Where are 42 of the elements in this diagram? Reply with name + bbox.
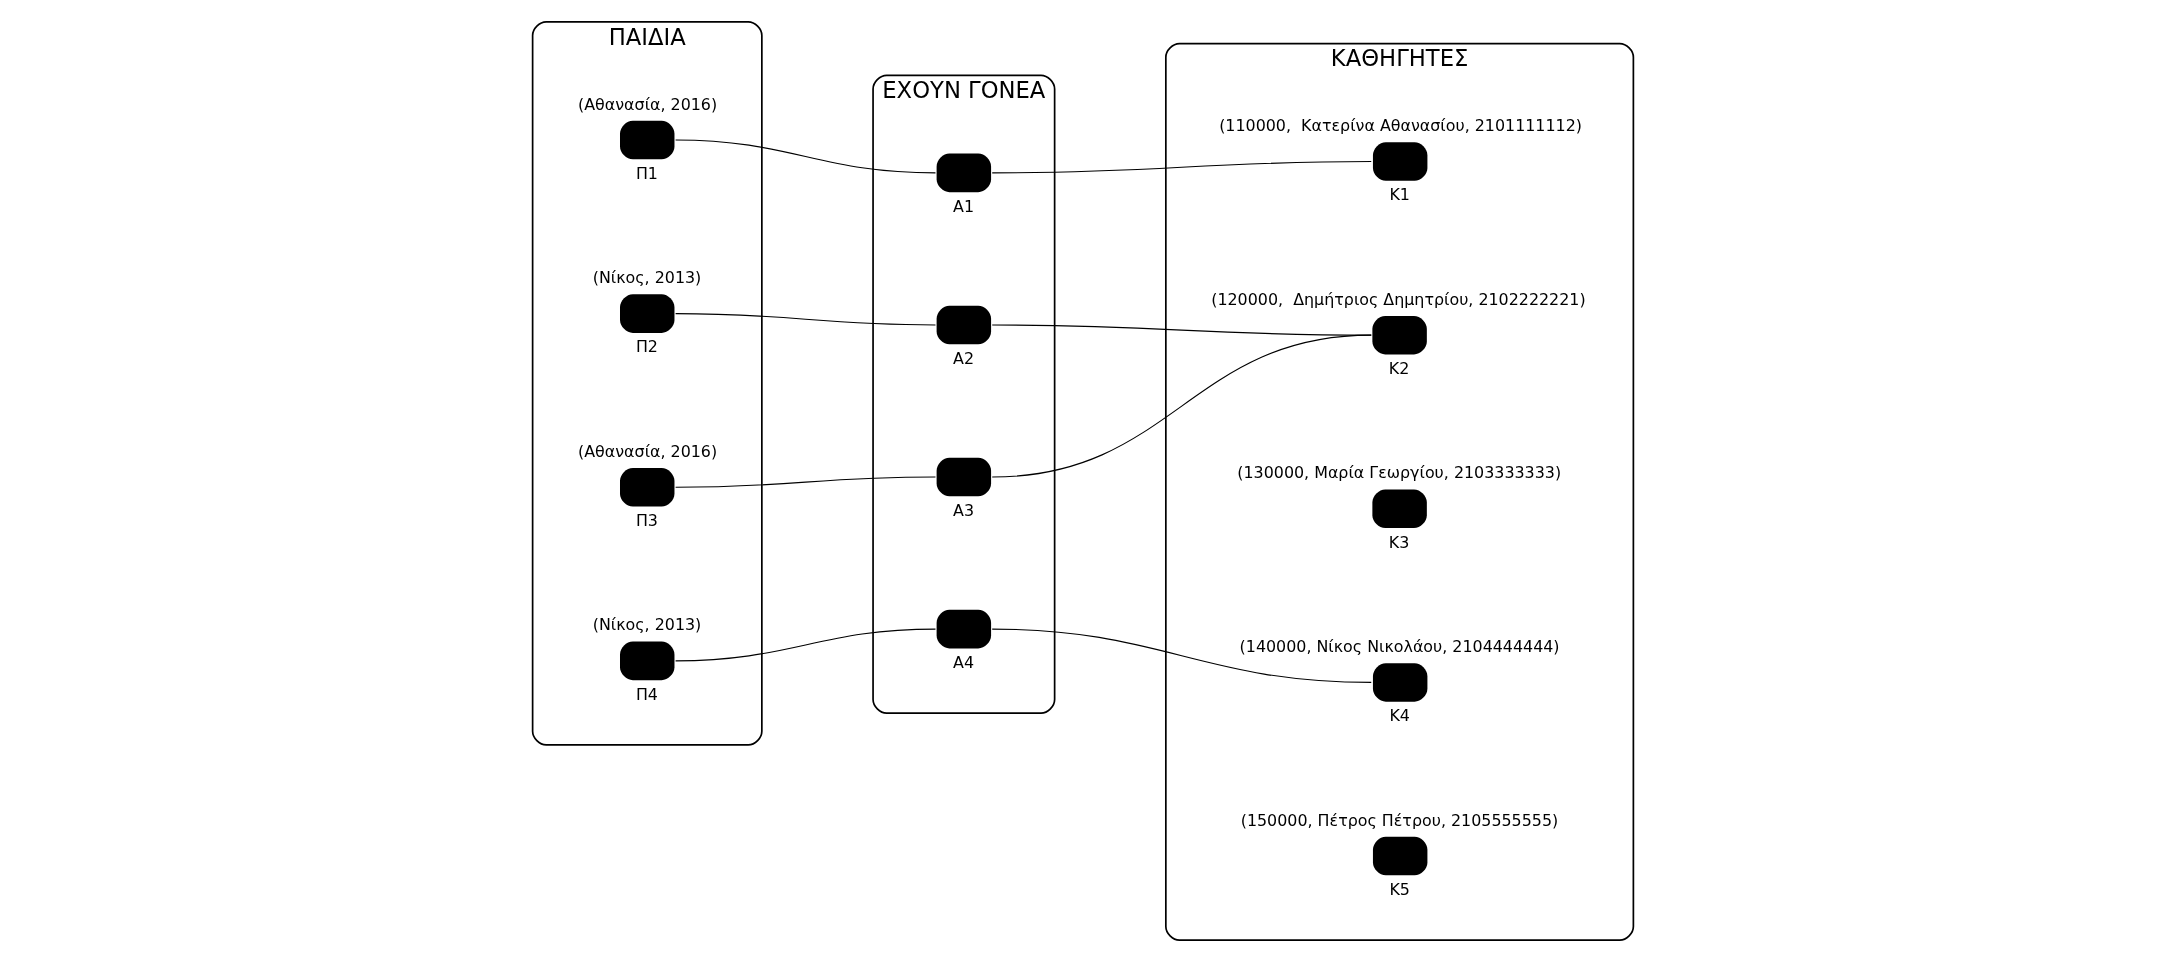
connector	[674, 139, 936, 174]
node-ellipse	[619, 294, 674, 333]
node-ellipse	[1371, 315, 1427, 355]
node-label: Κ5	[1388, 879, 1410, 899]
node-ellipse	[1372, 836, 1427, 876]
node-ellipse	[936, 153, 991, 193]
node-label: Κ2	[1388, 358, 1409, 378]
node-label: Π4	[635, 684, 658, 704]
node-label: Κ3	[1388, 532, 1409, 552]
node-label: (150000, Πέτρος Πέτρου, 2105555555)	[1240, 810, 1558, 830]
node-label: Α4	[952, 652, 974, 672]
node-label: Α2	[952, 348, 974, 368]
node-label: (140000, Νίκος Νικολάου, 2104444444)	[1239, 637, 1560, 657]
connector	[674, 628, 936, 662]
node-ellipse	[936, 609, 991, 649]
node-label: Α1	[952, 196, 974, 216]
node-ellipse	[936, 305, 991, 345]
node-label: (Νίκος, 2013)	[592, 268, 701, 288]
node-ellipse	[1372, 663, 1427, 702]
node-ellipse	[1372, 142, 1427, 181]
node-label: (110000, Κατερίνα Αθανασίου, 2101111112)	[1218, 116, 1582, 136]
node-ellipse	[619, 120, 674, 160]
node-ellipse	[936, 457, 991, 497]
node-ellipse	[619, 467, 674, 507]
node-ellipse	[1371, 489, 1427, 529]
node-label: (120000, Δημήτριος Δημητρίου, 2102222221)	[1210, 289, 1586, 309]
node-label: (Αθανασία, 2016)	[577, 441, 717, 461]
node-label: Π2	[635, 337, 658, 357]
node-label: Π1	[635, 163, 658, 183]
node-label: (Αθανασία, 2016)	[577, 94, 717, 114]
connector	[991, 334, 1372, 478]
node-label: Α3	[952, 500, 974, 520]
node-label: Κ4	[1388, 706, 1410, 726]
node-ellipse	[619, 641, 674, 681]
node-label: (Νίκος, 2013)	[592, 615, 701, 635]
node-label: Κ1	[1388, 185, 1410, 205]
connector	[991, 161, 1372, 174]
connector	[674, 313, 936, 326]
connector	[674, 476, 936, 488]
node-label: Π3	[635, 511, 658, 531]
node-label: (130000, Μαρία Γεωργίου, 2103333333)	[1236, 463, 1561, 483]
connector	[991, 628, 1372, 683]
